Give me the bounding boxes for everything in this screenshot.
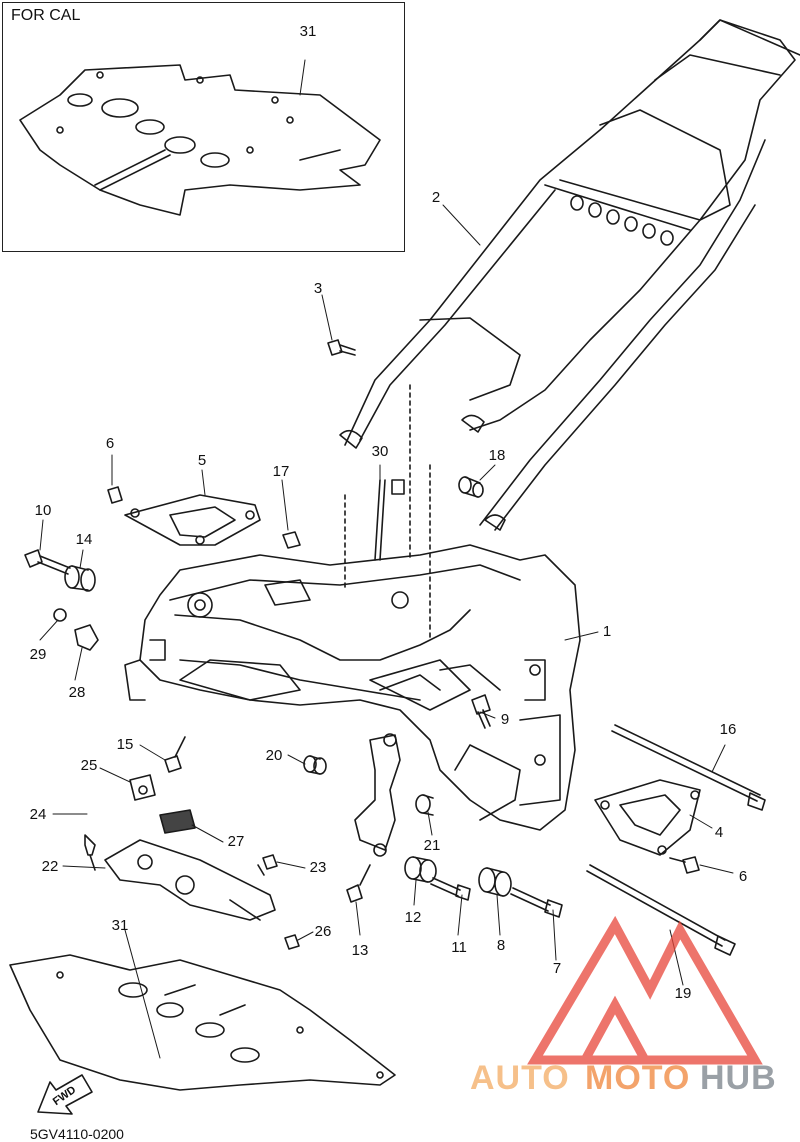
callout-13: 13	[351, 942, 369, 959]
bracket-stay-drawing	[354, 733, 401, 857]
callout-14: 14	[75, 531, 93, 548]
callout-6-lower: 6	[738, 868, 748, 885]
collar-12-drawing	[404, 856, 437, 883]
inset-title: FOR CAL	[11, 7, 81, 24]
inset-skid-plate-drawing	[19, 59, 381, 216]
callout-18: 18	[488, 447, 506, 464]
bolt-6b-drawing	[669, 856, 700, 874]
collar-14-drawing	[64, 565, 96, 592]
bolt-10-drawing	[24, 549, 71, 575]
callout-29: 29	[29, 646, 47, 663]
bolt-11-drawing	[430, 877, 471, 901]
callout-26: 26	[314, 923, 332, 940]
callout-11: 11	[451, 939, 467, 956]
watermark-hub: HUB	[700, 1059, 777, 1097]
collar-20-drawing	[303, 755, 327, 775]
callout-30: 30	[371, 443, 389, 460]
bolt-13-drawing	[346, 864, 371, 903]
bolt-9-drawing	[471, 694, 491, 729]
callout-20: 20	[265, 747, 283, 764]
callout-23: 23	[309, 859, 327, 876]
callout-21: 21	[423, 837, 441, 854]
callout-12: 12	[404, 909, 422, 926]
fastener-24-drawing	[84, 834, 96, 871]
leader-lines	[39, 204, 734, 1059]
callout-31-lower: 31	[111, 917, 129, 934]
clamp-25-drawing	[129, 774, 156, 801]
collar-21-drawing	[415, 794, 434, 816]
fwd-arrow-icon	[37, 1074, 93, 1115]
bolt-7-drawing	[510, 887, 563, 918]
callout-4: 4	[714, 824, 724, 841]
callout-5: 5	[197, 452, 207, 469]
callout-22: 22	[41, 858, 59, 875]
callout-31-inset: 31	[299, 23, 317, 40]
bolt-6a-drawing	[107, 486, 123, 504]
callout-19: 19	[674, 985, 692, 1002]
main-frame-drawing	[124, 544, 581, 831]
watermark-logo-icon	[527, 915, 763, 1065]
rod-30-drawing	[344, 384, 431, 641]
pad-27-drawing	[159, 809, 196, 834]
collar-8-drawing	[478, 867, 512, 897]
bracket-4-drawing	[594, 779, 701, 856]
callout-9: 9	[500, 711, 510, 728]
callout-1: 1	[602, 623, 612, 640]
callout-25: 25	[80, 757, 98, 774]
rear-subframe-drawing	[339, 19, 800, 531]
callout-17: 17	[272, 463, 290, 480]
lower-skid-plate-drawing	[9, 954, 396, 1091]
callout-10: 10	[34, 502, 52, 519]
bracket-5-drawing	[124, 494, 261, 546]
screw-26-drawing	[284, 934, 300, 950]
bolt-18-drawing	[458, 476, 484, 498]
inset-for-cal-box: FOR CAL	[2, 2, 405, 252]
callout-16: 16	[719, 721, 737, 738]
catalog-code: 5GV4110-0200	[30, 1126, 124, 1142]
watermark-moto: MOTO	[585, 1059, 691, 1097]
clip-28-29-drawing	[53, 608, 99, 651]
callout-6-upper: 6	[105, 435, 115, 452]
callout-3: 3	[313, 280, 323, 297]
callout-7: 7	[552, 960, 562, 977]
callout-24: 24	[29, 806, 47, 823]
callout-28: 28	[68, 684, 86, 701]
screw-23-drawing	[257, 854, 278, 876]
bolt-15-drawing	[164, 736, 186, 773]
bolt-16-drawing	[611, 724, 766, 811]
callout-27: 27	[227, 833, 245, 850]
bolt-3-drawing	[327, 339, 356, 356]
callout-15: 15	[116, 736, 134, 753]
nut-17-drawing	[282, 531, 301, 549]
callout-8: 8	[496, 937, 506, 954]
bracket-22-drawing	[104, 839, 276, 921]
callout-2: 2	[431, 189, 441, 206]
watermark-auto: AUTO	[470, 1059, 570, 1097]
bolt-19-drawing	[586, 864, 736, 956]
